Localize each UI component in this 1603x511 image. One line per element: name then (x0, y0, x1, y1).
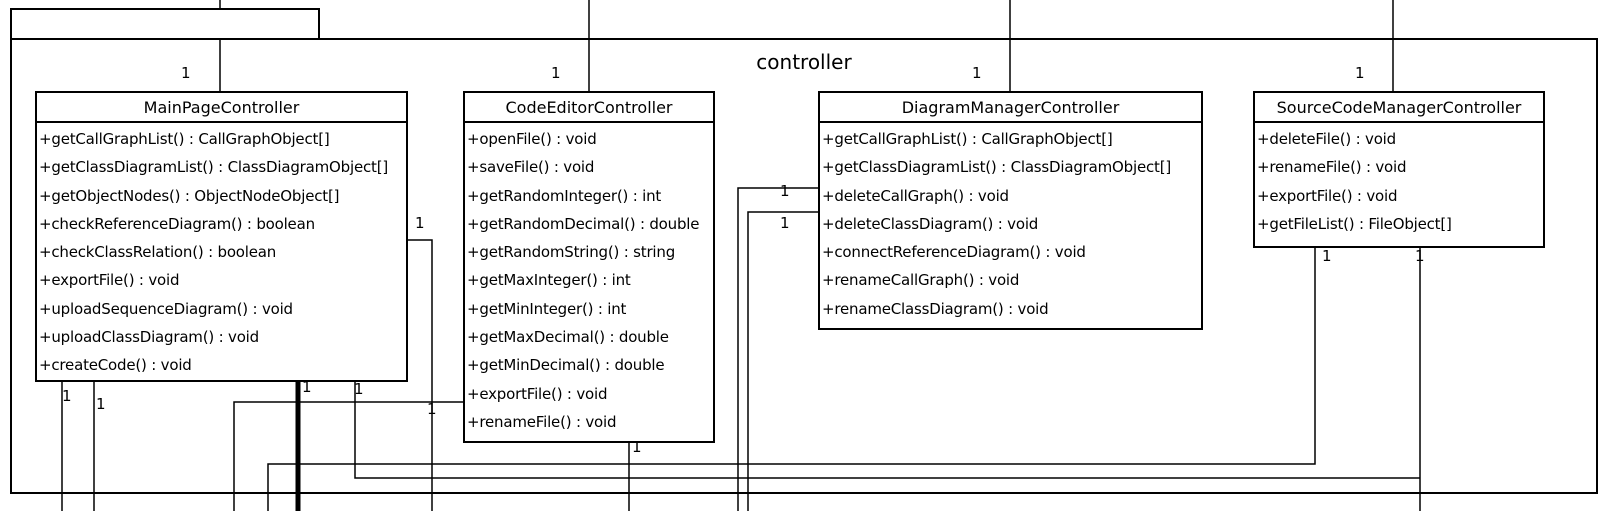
multiplicity-label: 1 (1322, 247, 1332, 265)
operation: +renameFile() : void (467, 412, 617, 431)
operation: +deleteClassDiagram() : void (822, 214, 1039, 233)
package-name: controller (756, 50, 852, 74)
operation: +createCode() : void (39, 356, 192, 375)
operation: +exportFile() : void (1257, 186, 1398, 205)
operation: +checkReferenceDiagram() : boolean (39, 214, 315, 233)
operation: +getFileList() : FileObject[] (1257, 214, 1452, 233)
association-line (737, 187, 818, 511)
operation: +getMaxInteger() : int (467, 271, 631, 290)
class-code-editor-controller: CodeEditorController +openFile() : void … (463, 91, 715, 443)
multiplicity-label: 1 (1355, 64, 1365, 82)
operation: +uploadClassDiagram() : void (39, 328, 259, 347)
multiplicity-label: 1 (632, 438, 642, 456)
multiplicity-label: 1 (1415, 247, 1425, 265)
operation: +openFile() : void (467, 130, 597, 148)
multiplicity-label: 1 (302, 378, 312, 396)
multiplicity-label: 1 (780, 214, 790, 232)
operation: +getCallGraphList() : CallGraphObject[] (822, 130, 1113, 148)
operation: +getRandomString() : string (467, 243, 676, 262)
multiplicity-label: 1 (427, 400, 437, 418)
operation: +getClassDiagramList() : ClassDiagramObj… (39, 158, 389, 177)
operation: +connectReferenceDiagram() : void (822, 243, 1086, 262)
class-name: MainPageController (37, 93, 406, 123)
operation: +getObjectNodes() : ObjectNodeObject[] (39, 186, 340, 205)
class-diagram-manager-controller: DiagramManagerController +getCallGraphLi… (818, 91, 1203, 330)
operation: +exportFile() : void (467, 384, 608, 403)
operation-list: +deleteFile() : void +renameFile() : voi… (1255, 123, 1543, 238)
operation: +getClassDiagramList() : ClassDiagramObj… (822, 158, 1172, 177)
package-controller: controller (10, 38, 1598, 494)
multiplicity-label: 1 (96, 395, 106, 413)
multiplicity-label: 1 (415, 214, 425, 232)
operation: +renameClassDiagram() : void (822, 299, 1049, 318)
operation-list: +openFile() : void +saveFile() : void +g… (465, 123, 713, 436)
operation: +deleteFile() : void (1257, 130, 1396, 148)
operation: +getMinInteger() : int (467, 299, 627, 318)
class-name: CodeEditorController (465, 93, 713, 123)
operation: +uploadSequenceDiagram() : void (39, 299, 293, 318)
operation: +getMinDecimal() : double (467, 356, 665, 375)
association-line (233, 401, 463, 511)
class-main-page-controller: MainPageController +getCallGraphList() :… (35, 91, 408, 382)
multiplicity-label: 1 (551, 64, 561, 82)
operation: +getRandomDecimal() : double (467, 214, 700, 233)
class-name: DiagramManagerController (820, 93, 1201, 123)
association-line (408, 239, 433, 511)
multiplicity-label: 1 (354, 380, 364, 398)
class-name: SourceCodeManagerController (1255, 93, 1543, 123)
multiplicity-label: 1 (62, 387, 72, 405)
multiplicity-label: 1 (780, 182, 790, 200)
multiplicity-label: 1 (972, 64, 982, 82)
operation: +saveFile() : void (467, 158, 595, 177)
association-line (354, 382, 1420, 479)
operation: +deleteCallGraph() : void (822, 186, 1009, 205)
operation: +getRandomInteger() : int (467, 186, 662, 205)
class-source-code-manager-controller: SourceCodeManagerController +deleteFile(… (1253, 91, 1545, 248)
operation-list: +getCallGraphList() : CallGraphObject[] … (820, 123, 1201, 323)
operation: +renameFile() : void (1257, 158, 1407, 177)
operation: +checkClassRelation() : boolean (39, 243, 277, 262)
operation-list: +getCallGraphList() : CallGraphObject[] … (37, 123, 406, 380)
package-tab (10, 8, 320, 40)
operation: +renameCallGraph() : void (822, 271, 1020, 290)
operation: +exportFile() : void (39, 271, 180, 290)
operation: +getCallGraphList() : CallGraphObject[] (39, 130, 330, 148)
association-line (267, 248, 1316, 511)
association-line (747, 211, 818, 511)
multiplicity-label: 1 (181, 64, 191, 82)
operation: +getMaxDecimal() : double (467, 328, 669, 347)
